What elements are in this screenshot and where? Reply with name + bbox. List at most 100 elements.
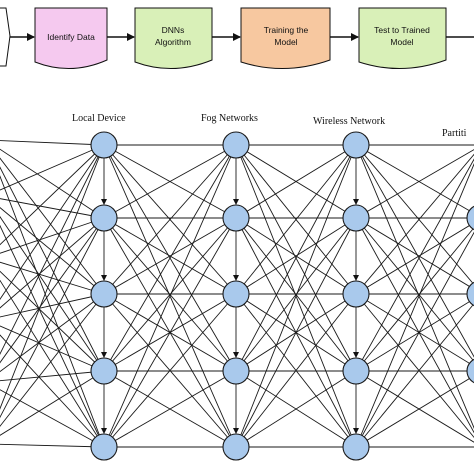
flow-step-box [240, 7, 331, 69]
flow-step-box [34, 7, 108, 70]
flow-step-box [358, 7, 447, 69]
network-edge [103, 144, 237, 219]
network-edge [355, 293, 474, 438]
network-nodes [90, 131, 474, 461]
network-edge [355, 227, 474, 372]
network-edge [103, 217, 237, 448]
fog-networks-node [222, 204, 250, 232]
network-edge [0, 389, 105, 448]
wireless-network-node [342, 280, 370, 308]
flow-step-label-line1: Test to Trained [374, 25, 430, 35]
network-edge [0, 144, 105, 191]
flow-step-label-line1: DNNs [162, 25, 185, 35]
layer-label-fog-networks: Fog Networks [201, 113, 258, 124]
network-edge [103, 370, 237, 448]
network-edge [0, 144, 105, 410]
partition-node [466, 358, 474, 384]
network-edge [103, 144, 237, 448]
fog-networks-node [222, 280, 250, 308]
network-edge [0, 217, 105, 254]
flow-step-identify-data: Identify Data [34, 7, 108, 70]
network-edge [0, 443, 105, 448]
network-edge [103, 144, 237, 295]
network-edge [0, 325, 105, 372]
local-device-node [90, 204, 118, 232]
network-edge [235, 144, 357, 295]
network-edge [355, 158, 474, 372]
flow-step-box [134, 7, 213, 70]
flow-step-label-line2: Model [390, 37, 413, 47]
network-edge [355, 231, 474, 448]
network-edge [0, 148, 105, 219]
layer-label-partition: Partiti [442, 128, 467, 139]
network-edge [0, 370, 105, 382]
network-edge [355, 217, 474, 362]
fog-networks-node [222, 131, 250, 159]
network-edge [355, 217, 474, 290]
network-edge [103, 293, 237, 448]
network-edge [355, 370, 474, 443]
network-edge [0, 166, 105, 372]
layer-label-local-device: Local Device [72, 113, 126, 124]
network-edge [355, 375, 474, 448]
network-edge [103, 217, 237, 372]
layer-labels: Local Device Fog Networks Wireless Netwo… [72, 113, 467, 139]
partition-node [466, 281, 474, 307]
network-edge [235, 217, 357, 448]
network-edge [0, 140, 105, 146]
flow-step-test-to-trained-model: Test to Trained Model [358, 7, 447, 69]
network-edge [103, 144, 237, 372]
network-edge [235, 144, 357, 372]
wireless-network-node [342, 131, 370, 159]
flow-step-label-line1: Training the [264, 25, 309, 35]
wireless-network-node [342, 204, 370, 232]
network-edge [0, 144, 105, 301]
network-edge [0, 215, 105, 372]
network-edge [355, 153, 474, 295]
network-edge [235, 217, 357, 295]
local-device-node [90, 357, 118, 385]
network-edge [0, 224, 105, 448]
network-edge [0, 217, 105, 309]
network-edge [355, 222, 474, 295]
network-edge [355, 163, 474, 448]
network-edge [355, 303, 474, 448]
network-edge [235, 144, 357, 219]
network-edge [0, 293, 105, 318]
network-edge [0, 157, 105, 295]
network-edge [235, 293, 357, 448]
fog-networks-node [222, 357, 250, 385]
local-device-node [90, 433, 118, 461]
flow-step-label: Identify Data [47, 32, 95, 42]
network-edge [0, 144, 105, 246]
network-edge [0, 370, 105, 436]
network-edge [235, 217, 357, 372]
network-edge [0, 293, 105, 373]
fog-networks-node [222, 433, 250, 461]
wireless-network-node [342, 433, 370, 461]
network-edge [355, 144, 474, 286]
flow-start-partial-shape [0, 7, 11, 67]
network-edge [355, 217, 474, 434]
network-edge [0, 207, 105, 295]
network-edge [235, 370, 357, 448]
local-device-node [90, 131, 118, 159]
flow-step-training-the-model: Training the Model [240, 7, 331, 69]
network-edge [235, 144, 357, 448]
network-edge [0, 144, 105, 355]
partition-node [466, 205, 474, 231]
local-device-node [90, 280, 118, 308]
network-edge [0, 261, 105, 295]
network-edge [103, 217, 237, 295]
network-edge [0, 279, 105, 448]
wireless-network-node [342, 357, 370, 385]
flow-step-label-line2: Model [274, 37, 297, 47]
flow-step-label-line2: Algorithm [155, 37, 191, 47]
flowchart: Identify Data DNNs Algorithm Training th… [0, 7, 474, 70]
network-edges [0, 140, 474, 448]
network-edge [0, 217, 105, 419]
flow-step-dnns-algorithm: DNNs Algorithm [134, 7, 213, 70]
network-edge [0, 198, 105, 219]
